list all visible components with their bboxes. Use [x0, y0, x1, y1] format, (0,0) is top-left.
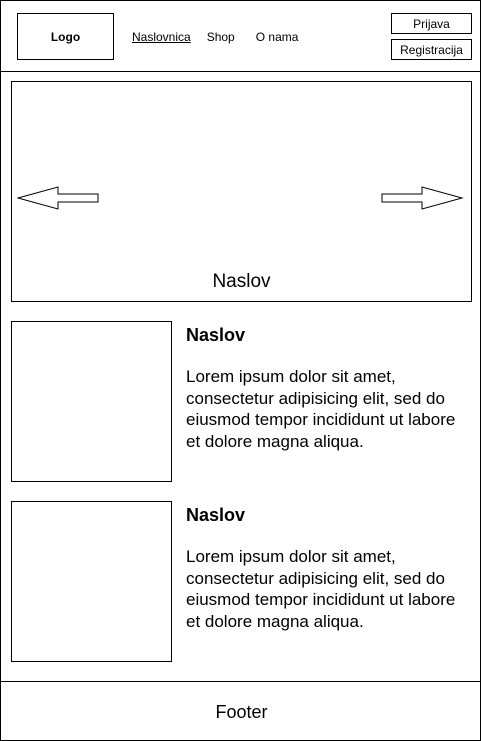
- card-text: Lorem ipsum dolor sit amet, consectetur …: [186, 547, 456, 631]
- card-title: Naslov: [186, 325, 246, 345]
- login-button-label: Prijava: [413, 16, 450, 31]
- nav-item-home[interactable]: Naslovnica: [132, 30, 191, 44]
- content-card: Naslov Lorem ipsum dolor sit amet, conse…: [11, 321, 472, 483]
- register-button[interactable]: Registracija: [391, 39, 472, 60]
- register-button-label: Registracija: [400, 42, 463, 57]
- hero-title: Naslov: [212, 271, 271, 292]
- footer: Footer: [1, 681, 481, 741]
- logo[interactable]: Logo: [17, 13, 114, 60]
- content-card: Naslov Lorem ipsum dolor sit amet, conse…: [11, 501, 472, 663]
- hero-slider: Naslov: [11, 81, 472, 302]
- footer-text: Footer: [215, 701, 268, 722]
- card-image-placeholder: [11, 501, 172, 662]
- nav-item-about[interactable]: O nama: [255, 30, 299, 44]
- arrow-left-icon[interactable]: [17, 186, 100, 210]
- logo-label: Logo: [50, 29, 81, 44]
- header: Logo Naslovnica Shop O nama Prijava Regi…: [1, 1, 481, 72]
- login-button[interactable]: Prijava: [391, 13, 472, 34]
- nav-item-shop[interactable]: Shop: [206, 30, 235, 44]
- card-text: Lorem ipsum dolor sit amet, consectetur …: [186, 367, 456, 451]
- card-image-placeholder: [11, 321, 172, 482]
- card-title: Naslov: [186, 505, 246, 525]
- arrow-right-icon[interactable]: [381, 186, 464, 210]
- main-nav: Naslovnica Shop O nama: [132, 30, 298, 44]
